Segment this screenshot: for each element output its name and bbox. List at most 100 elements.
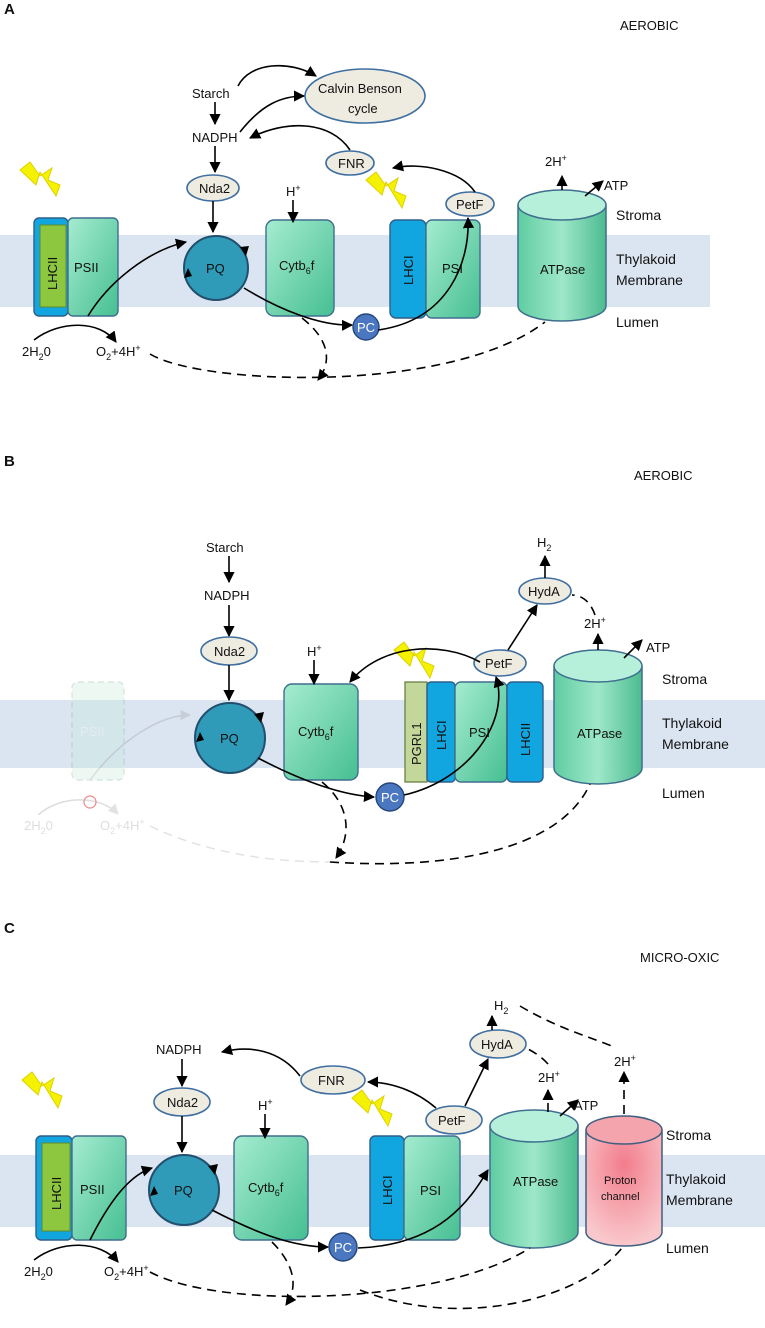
membrane-label: Membrane xyxy=(662,736,729,752)
psi-label: PSI xyxy=(469,725,490,740)
h2-to-proton-channel-path xyxy=(519,1005,617,1049)
pq-cycle-arrow-icon xyxy=(150,1186,158,1196)
condition-label: AEROBIC xyxy=(620,18,679,33)
psi-complex xyxy=(403,1135,461,1241)
nadph-label: NADPH xyxy=(204,588,250,603)
atp-arrow xyxy=(623,639,643,659)
h2-label: H2 xyxy=(494,998,508,1016)
pq-to-pc-electron-path xyxy=(211,1209,330,1253)
inhibition-icon xyxy=(83,795,97,809)
proton-to-hyda-path xyxy=(571,594,596,616)
proton-label: H+ xyxy=(258,1097,273,1113)
atpase-top xyxy=(517,189,607,221)
calvin-label-line1: Calvin Benson xyxy=(318,81,402,96)
petf-to-hyda-arrow xyxy=(464,1057,489,1107)
pq-cycle-arrow-icon xyxy=(240,246,249,256)
atp-arrow xyxy=(584,180,604,197)
panel-a: A AEROBIC Stroma Thylakoid Membrane Lume… xyxy=(0,1,710,381)
proton-label: H+ xyxy=(286,183,301,199)
starch-label: Starch xyxy=(206,540,244,555)
pq-label: PQ xyxy=(206,261,225,276)
stroma-label: Stroma xyxy=(666,1127,711,1143)
lhci-label: LHCI xyxy=(434,720,449,750)
panel-letter: B xyxy=(4,453,15,470)
petf-to-fnr-arrow xyxy=(366,1076,437,1109)
panel-letter: A xyxy=(4,1,15,18)
oxygen-label: O2+4H+ xyxy=(100,817,145,836)
atpase-top xyxy=(553,649,643,683)
lumen-label: Lumen xyxy=(616,314,659,330)
water-label: 2H20 xyxy=(22,344,51,362)
psi-label: PSI xyxy=(420,1183,441,1198)
condition-label: AEROBIC xyxy=(634,468,693,483)
stroma-label: Stroma xyxy=(616,207,661,223)
membrane-label: Membrane xyxy=(616,272,683,288)
atpase-label: ATPase xyxy=(540,262,585,277)
lhcii-label: LHCII xyxy=(49,1177,64,1210)
cytb6f-lumen-proton-path xyxy=(321,781,347,859)
inactive-psii: PSII 2H20 O2+4H+ xyxy=(24,681,331,863)
atpase-2h-label: 2H+ xyxy=(545,153,567,169)
pq-to-pc-electron-path xyxy=(243,287,354,331)
lhcii-inner xyxy=(39,224,67,308)
atpase-complex xyxy=(553,666,643,785)
atp-label: ATP xyxy=(646,640,670,655)
pq-label: PQ xyxy=(174,1183,193,1198)
nadph-label: NADPH xyxy=(156,1042,202,1057)
petf-to-hyda-arrow xyxy=(507,604,538,651)
pc-label: PC xyxy=(357,320,375,335)
pc-to-petf-electron-path xyxy=(357,1169,489,1249)
lhcii-complex xyxy=(506,681,544,783)
nda2-label: Nda2 xyxy=(167,1095,198,1110)
psii-label: PSII xyxy=(80,1182,105,1197)
psii-to-pq-electron-path xyxy=(89,1165,154,1241)
thylakoid-label: Thylakoid xyxy=(616,251,676,267)
atpase-top xyxy=(489,1109,579,1143)
water-split-arrow xyxy=(37,799,119,816)
cytb6f-lumen-proton-path xyxy=(301,317,329,381)
pq-cycle-arrow-icon xyxy=(184,268,192,278)
hyda-label: HydA xyxy=(481,1037,513,1052)
pc-carrier xyxy=(375,782,405,812)
psii-to-pq-electron-path xyxy=(87,238,188,317)
proton-channel-label-line1: Proton xyxy=(604,1175,636,1187)
lhcii-label: LHCII xyxy=(518,723,533,756)
fnr-enzyme xyxy=(300,1065,366,1095)
starch-label: Starch xyxy=(192,86,230,101)
petf-label: PetF xyxy=(438,1113,466,1128)
atp-arrow xyxy=(559,1099,579,1117)
panel-b: B AEROBIC Stroma Thylakoid Membrane Lume… xyxy=(0,453,765,865)
lumen-proton-to-channel-path xyxy=(359,1247,623,1310)
cytb6f-lumen-proton-path xyxy=(271,1241,297,1306)
stroma-label: Stroma xyxy=(662,671,707,687)
thylakoid-label: Thylakoid xyxy=(662,715,722,731)
proton-to-hyda-path xyxy=(525,1047,549,1065)
atpase-label: ATPase xyxy=(513,1174,558,1189)
lhcii-inner xyxy=(41,1142,71,1232)
panel-c: C MICRO-OXIC Stroma Thylakoid Membrane L… xyxy=(0,920,765,1310)
lightning-icon xyxy=(351,1089,393,1128)
lhci-label: LHCI xyxy=(380,1175,395,1205)
atpase-label: ATPase xyxy=(577,726,622,741)
condition-label: MICRO-OXIC xyxy=(640,950,719,965)
pc-to-petf-electron-path xyxy=(403,675,505,796)
proton-channel xyxy=(585,1130,663,1247)
psii-to-pq-electron-path xyxy=(89,709,192,781)
membrane-label: Membrane xyxy=(666,1192,733,1208)
cytb6f-label: Cytb6f xyxy=(279,258,315,276)
fnr-to-nadph-arrow xyxy=(249,124,351,151)
oxygen-label: O2+4H+ xyxy=(96,343,141,362)
atpase-complex xyxy=(517,205,607,322)
pq-cycle-arrow-icon xyxy=(196,732,204,742)
water-split-arrow xyxy=(33,324,117,343)
hyda-enzyme xyxy=(469,1029,527,1059)
pq-pool xyxy=(148,1154,220,1226)
pc-label: PC xyxy=(334,1240,352,1255)
starch-to-calvin-arrow xyxy=(237,64,317,87)
pc-label: PC xyxy=(381,790,399,805)
cytb6f-label: Cytb6f xyxy=(248,1180,284,1198)
lightning-icon xyxy=(365,171,407,210)
proton-label: H+ xyxy=(307,643,322,659)
petf-carrier xyxy=(425,1105,483,1135)
